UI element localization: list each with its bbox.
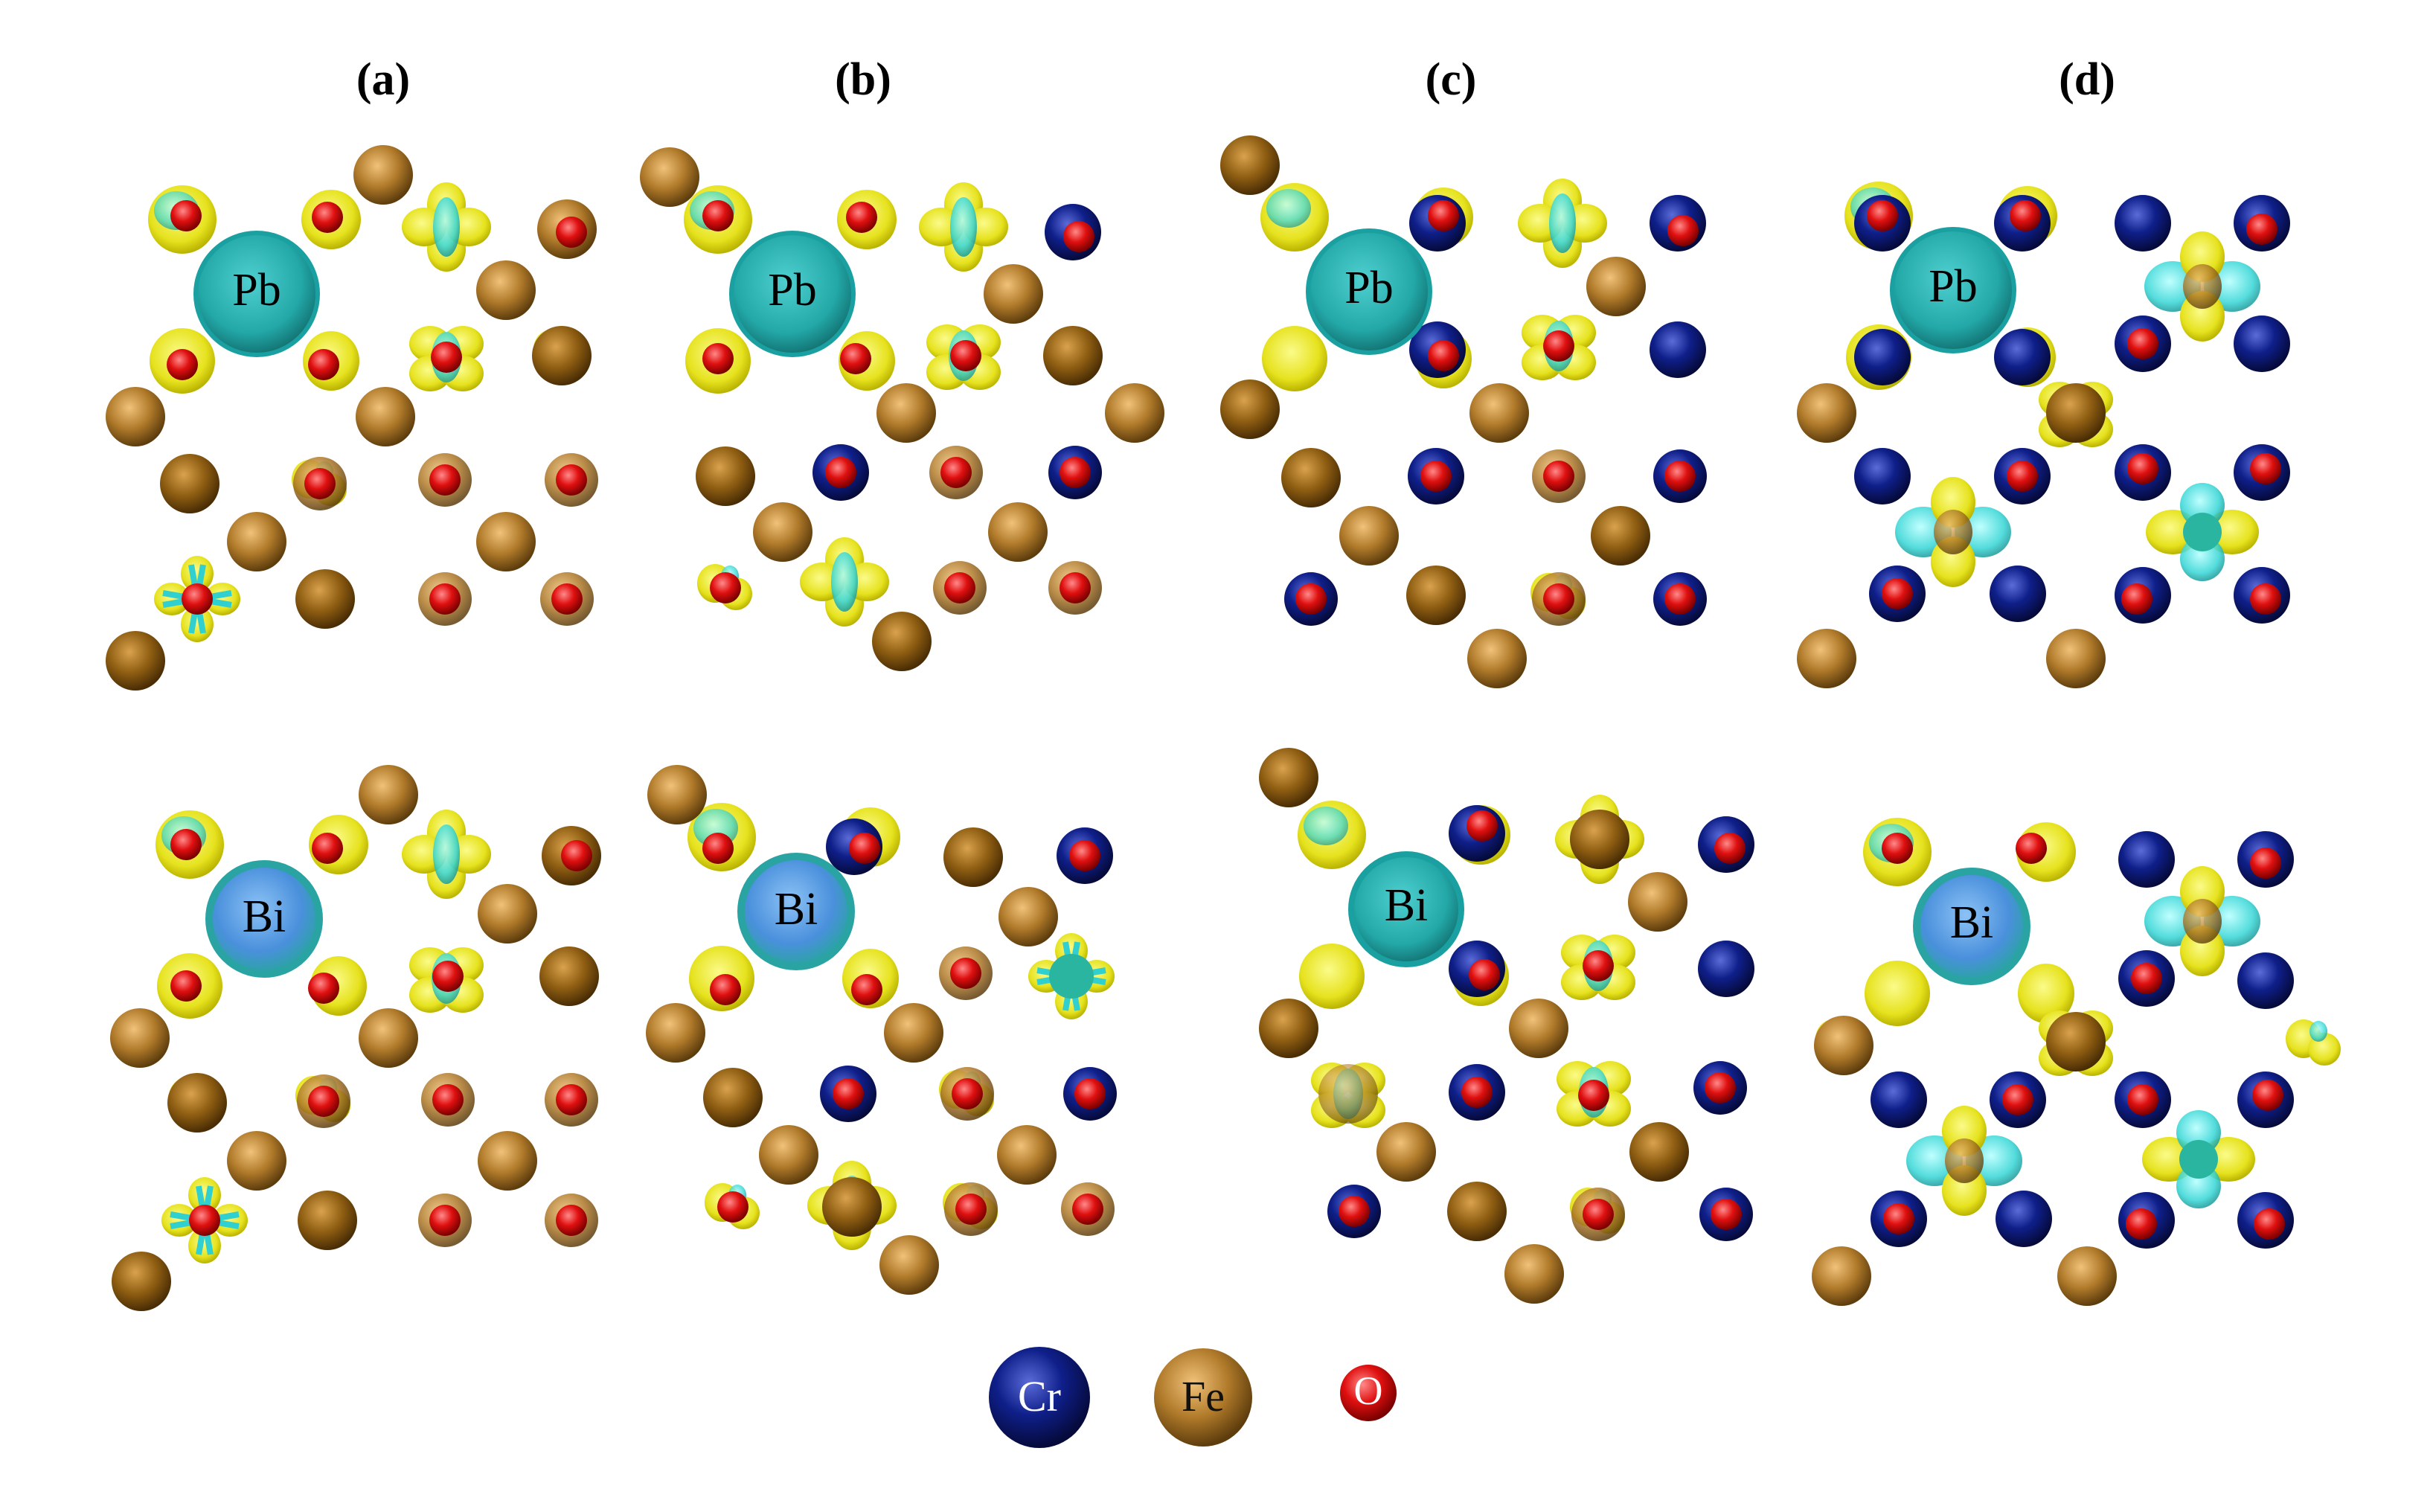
panel-b-bottom xyxy=(646,765,1117,1295)
panel-d-top xyxy=(1797,164,2325,688)
panel-c-top xyxy=(1220,135,1707,688)
panel-label-d: (d) xyxy=(2059,54,2115,105)
legend-label-cr: Cr xyxy=(1018,1372,1061,1420)
panel-d-bottom xyxy=(1812,818,2341,1306)
panel-label-b: (b) xyxy=(835,54,891,105)
dopant-label-b-top: Pb xyxy=(768,265,817,315)
legend-fe-swatch xyxy=(1154,1348,1252,1447)
dopant-label-d-bottom: Bi xyxy=(1949,897,1994,948)
panel-label-a: (a) xyxy=(356,54,411,105)
panel-c-bottom xyxy=(1259,748,1754,1304)
dopant-label-c-top: Pb xyxy=(1344,263,1394,313)
dopant-label-b-bottom: Bi xyxy=(774,884,818,935)
panel-b-top xyxy=(640,147,1164,671)
legend-label-fe: Fe xyxy=(1182,1372,1225,1420)
panel-a-top xyxy=(106,145,598,691)
dopant-label-a-bottom: Bi xyxy=(242,891,286,942)
dopant-label-c-bottom: Bi xyxy=(1384,880,1429,931)
panel-label-c: (c) xyxy=(1425,54,1477,105)
dopant-label-a-top: Pb xyxy=(232,265,281,315)
legend-cr-swatch xyxy=(989,1347,1090,1448)
legend-label-o: O xyxy=(1353,1368,1383,1413)
panel-a-bottom xyxy=(110,765,601,1311)
legend xyxy=(989,1347,1397,1448)
legend-o-swatch xyxy=(1340,1365,1397,1421)
dopant-label-d-top: Pb xyxy=(1929,261,1978,312)
